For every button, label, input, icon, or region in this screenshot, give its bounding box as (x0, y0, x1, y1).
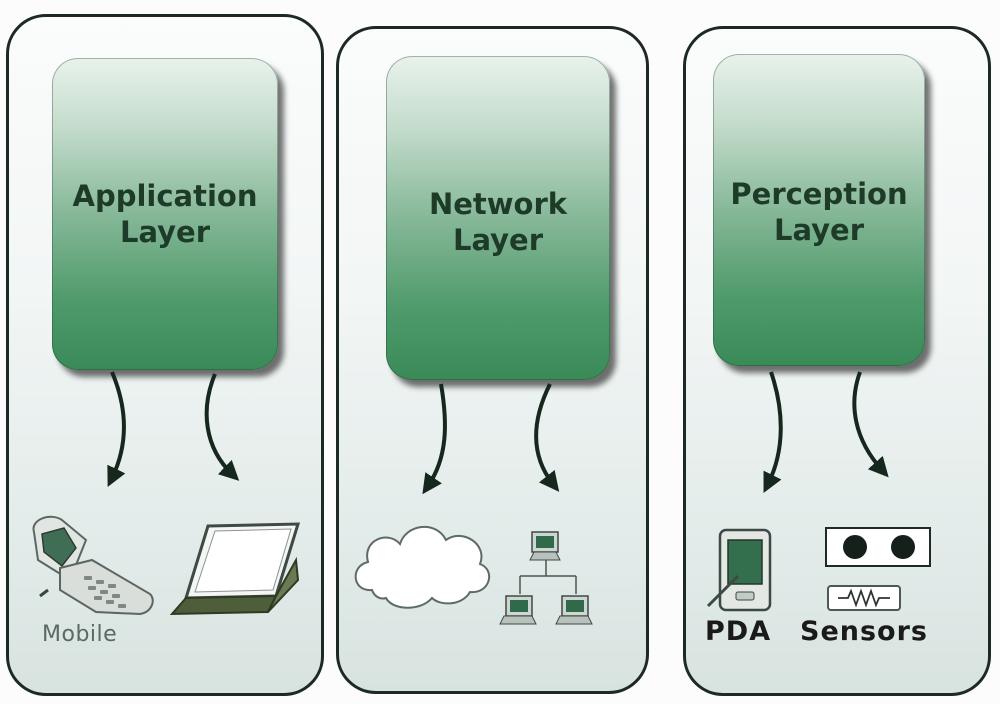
application-layer-title: Application Layer (72, 179, 258, 250)
network-layer-block: Network Layer (386, 56, 610, 380)
arrow-net-cloud (422, 383, 447, 495)
arrow-app-laptop (204, 373, 240, 481)
mobile-label: Mobile (42, 622, 118, 647)
sensors-label: Sensors (800, 616, 928, 647)
sensor-icon (825, 527, 931, 611)
application-layer-block: Application Layer (52, 58, 278, 370)
mobile-phone-icon (32, 515, 154, 616)
arrow-perc-sensors (852, 371, 889, 478)
arrow-app-mobile (107, 371, 126, 487)
cloud-icon (354, 525, 491, 609)
pda-icon (706, 528, 772, 612)
pda-label: PDA (705, 616, 772, 647)
network-topology-icon (499, 531, 593, 625)
perception-layer-title: Perception Layer (730, 177, 908, 248)
network-layer-title: Network Layer (428, 187, 568, 258)
arrow-net-topology (534, 383, 560, 492)
arrow-perc-pda (763, 371, 783, 493)
laptop-icon (169, 522, 301, 616)
perception-layer-block: Perception Layer (713, 54, 925, 366)
